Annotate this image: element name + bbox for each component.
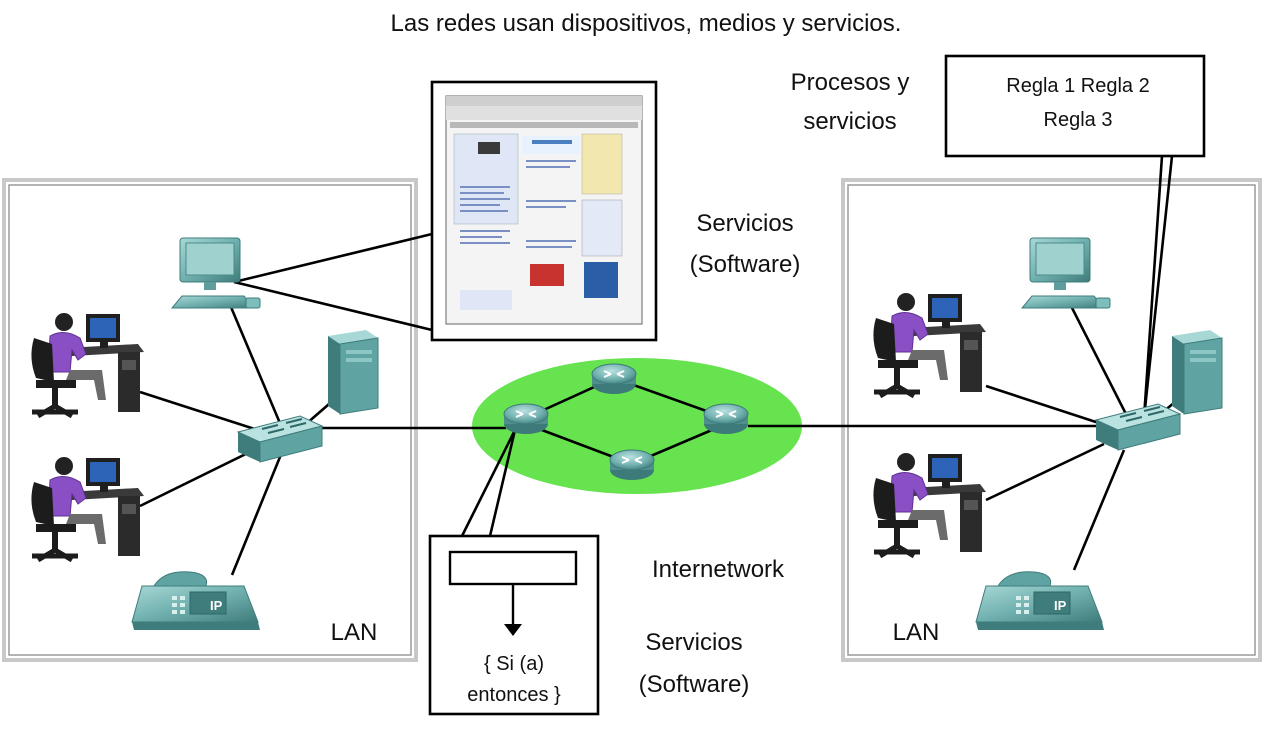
link-phone-switch-right bbox=[1072, 449, 1126, 571]
link-worker1-switch-right bbox=[985, 384, 1103, 426]
router-north bbox=[591, 363, 637, 395]
link-worker2-switch-right bbox=[985, 442, 1105, 502]
code-line-2: entonces } bbox=[467, 684, 561, 706]
callout-rules-connector-2 bbox=[1142, 155, 1174, 419]
router-west bbox=[503, 403, 549, 435]
label-internetwork: Internetwork bbox=[652, 556, 785, 583]
label-procesos-1: Procesos y bbox=[791, 69, 910, 96]
ip-label-right: IP bbox=[1054, 598, 1067, 613]
internetwork-cloud bbox=[472, 358, 802, 494]
rules-line-2: Regla 3 bbox=[1044, 109, 1113, 131]
label-servicios-top-2: (Software) bbox=[690, 251, 801, 278]
link-pc-switch-left bbox=[226, 299, 284, 429]
web-page-callout bbox=[430, 80, 658, 342]
label-lan-right: LAN bbox=[893, 619, 940, 646]
code-line-1: { Si (a) bbox=[484, 653, 544, 675]
rules-line-1: Regla 1 Regla 2 bbox=[1006, 75, 1149, 97]
label-servicios-bottom-2: (Software) bbox=[639, 671, 750, 698]
server-left bbox=[327, 329, 379, 415]
callout-rules-connector bbox=[1142, 155, 1164, 419]
label-servicios-bottom-1: Servicios bbox=[645, 629, 742, 656]
callout-code-connector bbox=[460, 429, 517, 537]
callout-web-connector bbox=[233, 232, 433, 284]
label-servicios-top-1: Servicios bbox=[696, 210, 793, 237]
callout-code-connector-2 bbox=[488, 429, 517, 537]
link-phone-switch-left bbox=[230, 451, 284, 576]
link-pc-switch-right bbox=[1066, 299, 1130, 419]
router-east bbox=[703, 403, 749, 435]
link-worker1-switch-left bbox=[139, 390, 265, 434]
label-procesos-2: servicios bbox=[803, 108, 896, 135]
page-title: Las redes usan dispositivos, medios y se… bbox=[391, 10, 902, 37]
ip-label-left: IP bbox=[210, 598, 223, 613]
label-lan-left: LAN bbox=[331, 619, 378, 646]
code-callout bbox=[428, 534, 600, 716]
rules-callout bbox=[944, 54, 1206, 158]
router-south bbox=[609, 449, 655, 481]
server-right bbox=[1171, 329, 1223, 415]
callout-web-connector-2 bbox=[233, 280, 433, 332]
